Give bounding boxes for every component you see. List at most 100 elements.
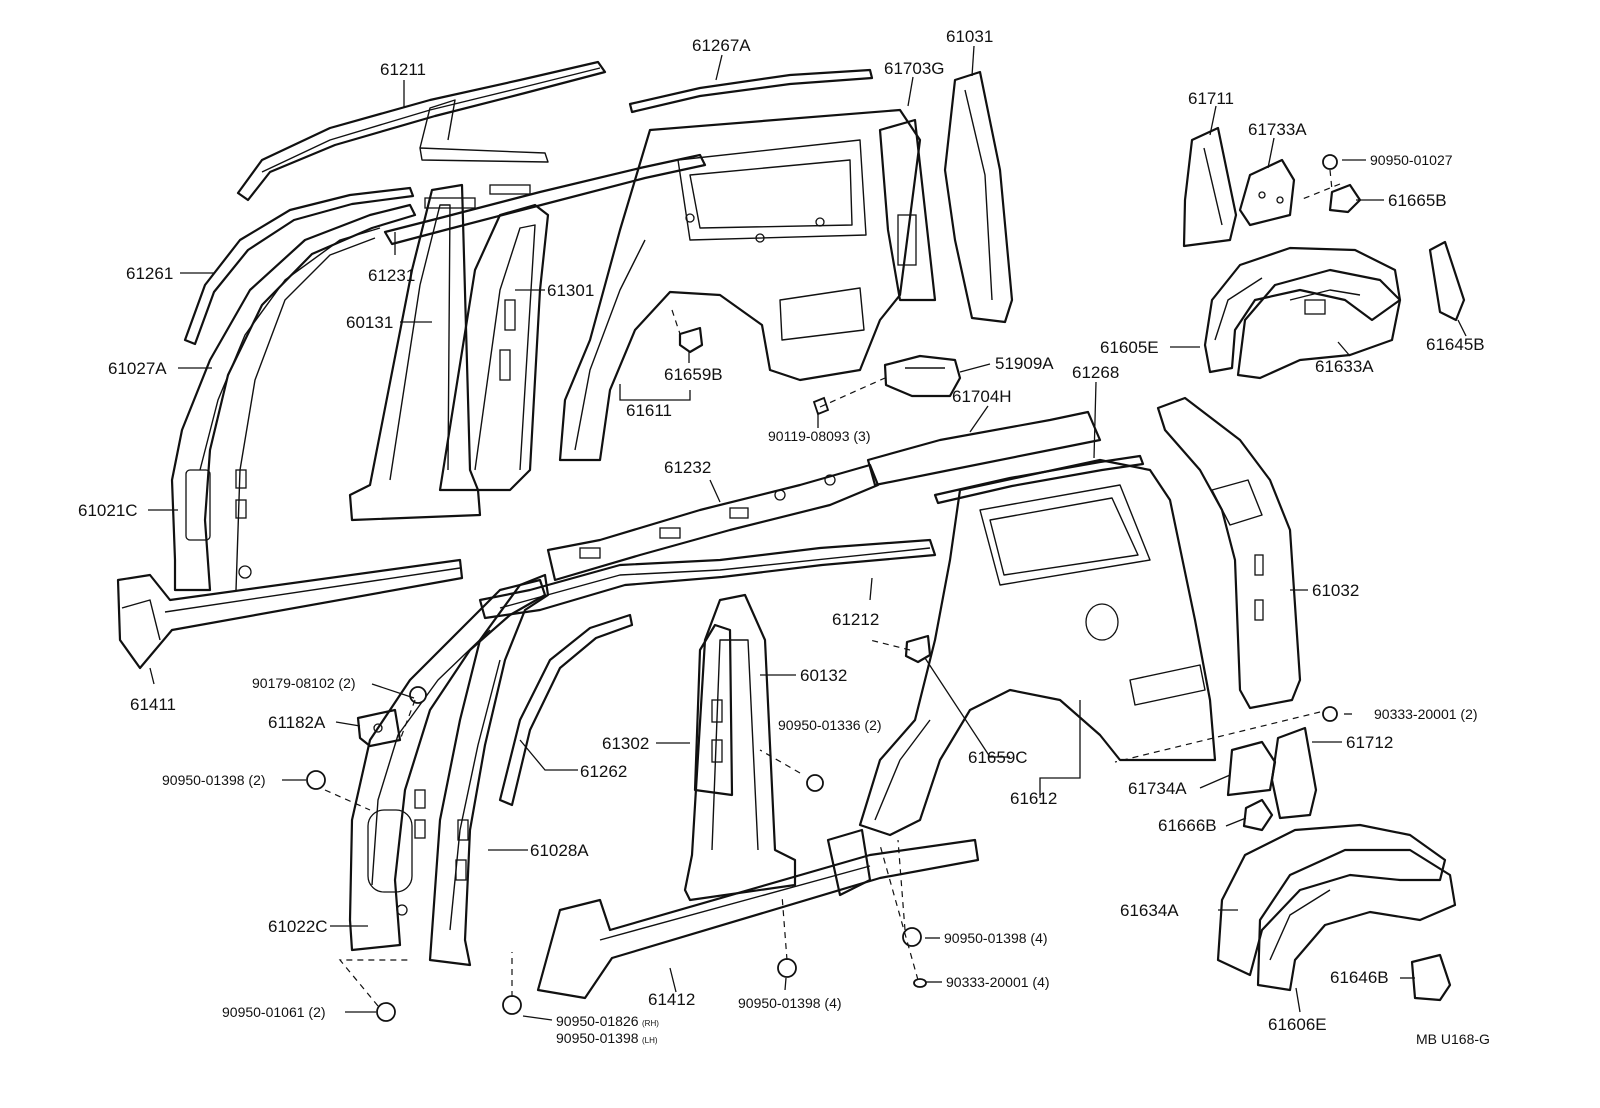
fastener-90333-20001-4 xyxy=(913,978,927,988)
label-61301: 61301 xyxy=(547,281,594,300)
weatherstrip-61262 xyxy=(498,613,634,807)
label-61734A: 61734A xyxy=(1128,779,1187,798)
label-61027A: 61027A xyxy=(108,359,167,378)
wheelhouse-inner-61633A xyxy=(1236,268,1402,380)
front-pillar-outer-61027A xyxy=(170,203,417,592)
label-60131: 60131 xyxy=(346,313,393,332)
diagram-reference-code: MB U168-G xyxy=(1416,1031,1490,1047)
roof-side-rail-61212 xyxy=(478,538,937,620)
label-61302: 61302 xyxy=(602,734,649,753)
label-51909A: 51909A xyxy=(995,354,1054,373)
label-61733A: 61733A xyxy=(1248,120,1307,139)
label-61411: 61411 xyxy=(130,695,176,714)
fastener-90333-20001-2 xyxy=(1322,706,1338,722)
label-61232: 61232 xyxy=(664,458,711,477)
roof-inner-rail-61232 xyxy=(546,463,880,582)
label-61231: 61231 xyxy=(368,266,415,285)
label-61212: 61212 xyxy=(832,610,879,629)
label-61268: 61268 xyxy=(1072,363,1119,382)
label-61021C: 61021C xyxy=(78,501,138,520)
label-90950-01398-4a: 90950-01398 (4) xyxy=(944,930,1048,946)
roof-rail-strip-61267A xyxy=(628,68,874,114)
fastener-90950-01398-4b xyxy=(777,958,797,978)
label-61267A: 61267A xyxy=(692,36,751,55)
assembly-lines xyxy=(324,169,1341,1007)
rocker-panel-61411 xyxy=(116,558,464,670)
center-pillar-reinforcement-61302 xyxy=(693,623,734,797)
fastener-90950-01061 xyxy=(376,1002,396,1022)
label-90333-20001-4: 90333-20001 (4) xyxy=(946,974,1050,990)
label-61645B: 61645B xyxy=(1426,335,1485,354)
label-61633A: 61633A xyxy=(1315,357,1374,376)
part-number-labels: 61211 61267A 61703G 61031 61711 61733A 9… xyxy=(78,27,1490,1047)
gusset-61645B xyxy=(1428,240,1466,322)
label-61022C: 61022C xyxy=(268,917,328,936)
fastener-90179-08102 xyxy=(409,686,427,704)
quarter-rail-61704H xyxy=(866,410,1102,487)
gusset-61646B xyxy=(1410,953,1452,1002)
bracket-61182A xyxy=(356,708,402,748)
label-61704H: 61704H xyxy=(952,387,1012,406)
label-61612: 61612 xyxy=(1010,789,1057,808)
label-61711: 61711 xyxy=(1188,89,1234,108)
quarter-inner-panel-61703G xyxy=(878,118,937,302)
wheelhouse-extension-61733A xyxy=(1238,158,1296,227)
bracket-61666B xyxy=(1242,798,1274,832)
label-61611: 61611 xyxy=(626,401,672,420)
label-61412: 61412 xyxy=(648,990,695,1009)
label-90119-08093: 90119-08093 (3) xyxy=(768,428,870,444)
back-pillar-61032 xyxy=(1156,396,1302,710)
label-90950-01826-suffix: (RH) xyxy=(642,1019,659,1028)
fastener-90950-01027 xyxy=(1322,154,1338,170)
center-pillar-inner-60132 xyxy=(683,593,797,902)
wheelhouse-reinforcement-61712 xyxy=(1270,726,1318,820)
wheelhouse-outer-61605E xyxy=(1203,246,1402,374)
label-61665B: 61665B xyxy=(1388,191,1447,210)
bracket-61659C xyxy=(904,634,932,664)
center-pillar-inner-60131 xyxy=(348,183,482,522)
back-pillar-61031 xyxy=(943,70,1014,324)
fastener-90950-01398-4a xyxy=(902,927,922,947)
label-90950-01398-4b: 90950-01398 (4) xyxy=(738,995,842,1011)
label-90950-01398-lh: 90950-01398 xyxy=(556,1030,639,1046)
fastener-90950-01398-2 xyxy=(306,770,326,790)
label-61605E: 61605E xyxy=(1100,338,1159,357)
label-61666B: 61666B xyxy=(1158,816,1217,835)
wheelhouse-reinforcement-61711 xyxy=(1182,126,1238,248)
label-90950-01826: 90950-01826 xyxy=(556,1013,639,1029)
bracket-51909A xyxy=(883,354,962,398)
label-90950-01398-lh-suffix: (LH) xyxy=(642,1036,658,1045)
front-pillar-inner-61028A xyxy=(428,573,550,967)
label-61032: 61032 xyxy=(1312,581,1359,600)
label-61606E: 61606E xyxy=(1268,1015,1327,1034)
center-pillar-reinforcement-61301 xyxy=(438,203,550,492)
leader-lines xyxy=(148,45,1467,1021)
bracket-61659B xyxy=(671,309,704,354)
label-61211: 61211 xyxy=(380,60,426,79)
rocker-panel-61412 xyxy=(536,828,980,1000)
label-61703G: 61703G xyxy=(884,59,945,78)
weatherstrip-61261 xyxy=(183,186,415,346)
quarter-panel-61611 xyxy=(558,108,922,462)
label-61659C: 61659C xyxy=(968,748,1028,767)
roof-side-rail-61211 xyxy=(236,60,607,202)
label-61659B: 61659B xyxy=(664,365,723,384)
label-61634A: 61634A xyxy=(1120,901,1179,920)
wheelhouse-outer-61606E xyxy=(1256,848,1457,992)
fastener-90950-01826 xyxy=(502,995,522,1015)
bracket-61665B xyxy=(1328,183,1362,214)
label-61028A: 61028A xyxy=(530,841,589,860)
fastener-90950-01336 xyxy=(806,774,824,792)
label-60132: 60132 xyxy=(800,666,847,685)
label-61712: 61712 xyxy=(1346,733,1393,752)
label-61261: 61261 xyxy=(126,264,173,283)
wheelhouse-extension-61734A xyxy=(1226,740,1277,797)
label-61031: 61031 xyxy=(946,27,993,46)
label-90950-01061: 90950-01061 (2) xyxy=(222,1004,326,1020)
label-90950-01336: 90950-01336 (2) xyxy=(778,717,882,733)
wheelhouse-inner-61634A xyxy=(1216,823,1447,977)
label-90179-08102: 90179-08102 (2) xyxy=(252,675,356,691)
label-90950-01027: 90950-01027 xyxy=(1370,152,1453,168)
roof-inner-rail-61231 xyxy=(383,147,707,246)
